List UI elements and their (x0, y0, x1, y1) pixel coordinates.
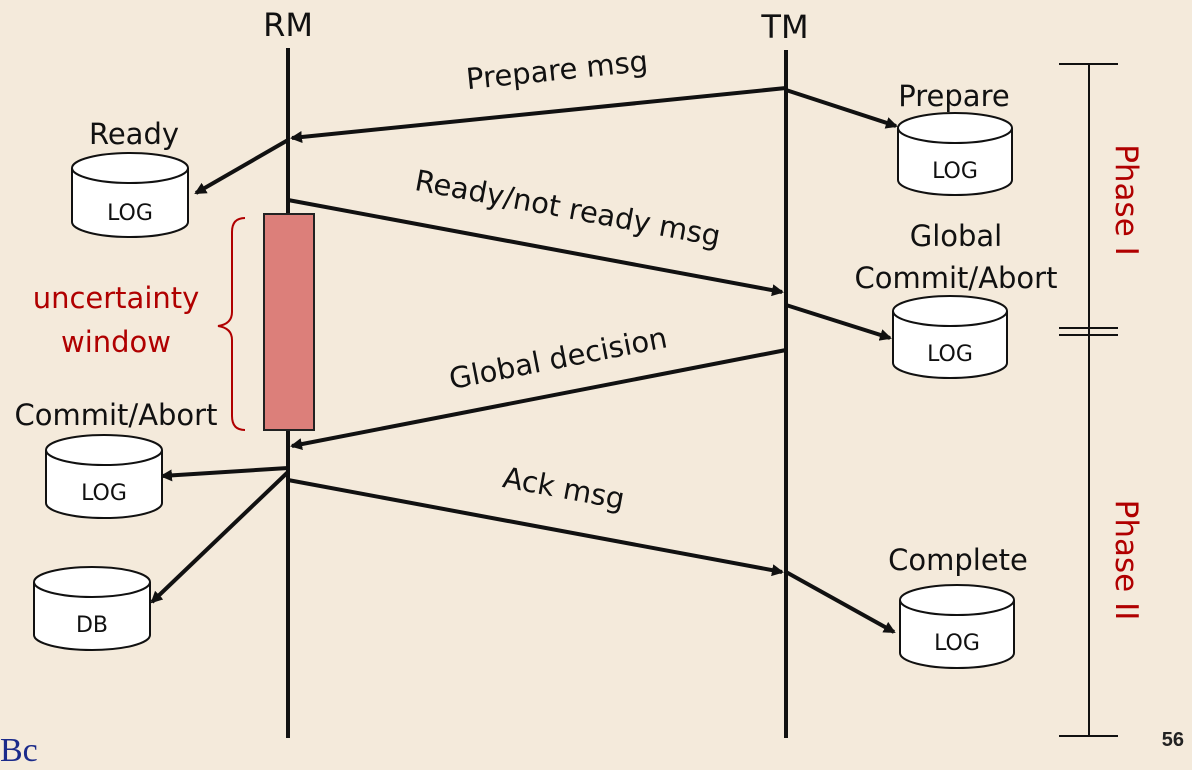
tm-prepare-log-arrow (785, 88, 898, 129)
prepare-msg-arrow (290, 86, 787, 143)
ready-msg-arrow (287, 198, 784, 297)
ready-msg-label: Ready/not ready msg (412, 163, 723, 253)
global-decision-label: Global decision (446, 320, 670, 396)
tm-prepare-log-cylinder: LOG (897, 112, 1013, 196)
rm-db-arrow (150, 470, 290, 604)
rm-ready-record-label: Ready (89, 117, 179, 151)
tm-lifeline-label: TM (760, 8, 808, 46)
prepare-msg-label: Prepare msg (465, 44, 650, 96)
log-label: LOG (932, 159, 978, 184)
rm-db-cylinder: DB (33, 566, 151, 651)
phase-two-label: Phase II (1108, 500, 1144, 621)
rm-commit-abort-record-label: Commit/Abort (15, 398, 218, 432)
rm-commit-log-cylinder: LOG (45, 434, 163, 519)
uncertainty-brace (217, 217, 246, 431)
uncertainty-label-line1: uncertainty (33, 281, 200, 315)
phase-one-label: Phase I (1108, 144, 1144, 256)
rm-ready-log-cylinder: LOG (71, 152, 189, 238)
global-decision-arrow (290, 348, 787, 450)
uncertainty-window-bar (263, 213, 315, 431)
tm-global-log-arrow (785, 303, 892, 341)
log-label: LOG (107, 201, 153, 226)
log-label: LOG (81, 481, 127, 506)
tm-global-record-label-line1: Global (910, 219, 1003, 253)
uncertainty-label-line2: window (61, 325, 171, 359)
tm-global-record-label-line2: Commit/Abort (855, 261, 1058, 295)
page-number: 56 (1161, 729, 1184, 751)
rm-lifeline-label: RM (263, 6, 313, 44)
tm-complete-record-label: Complete (888, 543, 1028, 577)
tm-prepare-record-label: Prepare (898, 79, 1009, 113)
ack-msg-label: Ack msg (500, 460, 627, 516)
rm-ready-log-arrow (194, 138, 289, 195)
tm-complete-log-arrow (785, 570, 896, 634)
ack-msg-arrow (287, 478, 784, 577)
log-label: LOG (927, 342, 973, 367)
tm-global-log-cylinder: LOG (892, 295, 1008, 379)
corner-logo-mark: Bc (0, 732, 38, 769)
rm-commit-log-arrow (160, 466, 289, 482)
log-label: LOG (934, 631, 980, 656)
db-label: DB (76, 613, 108, 638)
tm-complete-log-cylinder: LOG (899, 584, 1015, 669)
